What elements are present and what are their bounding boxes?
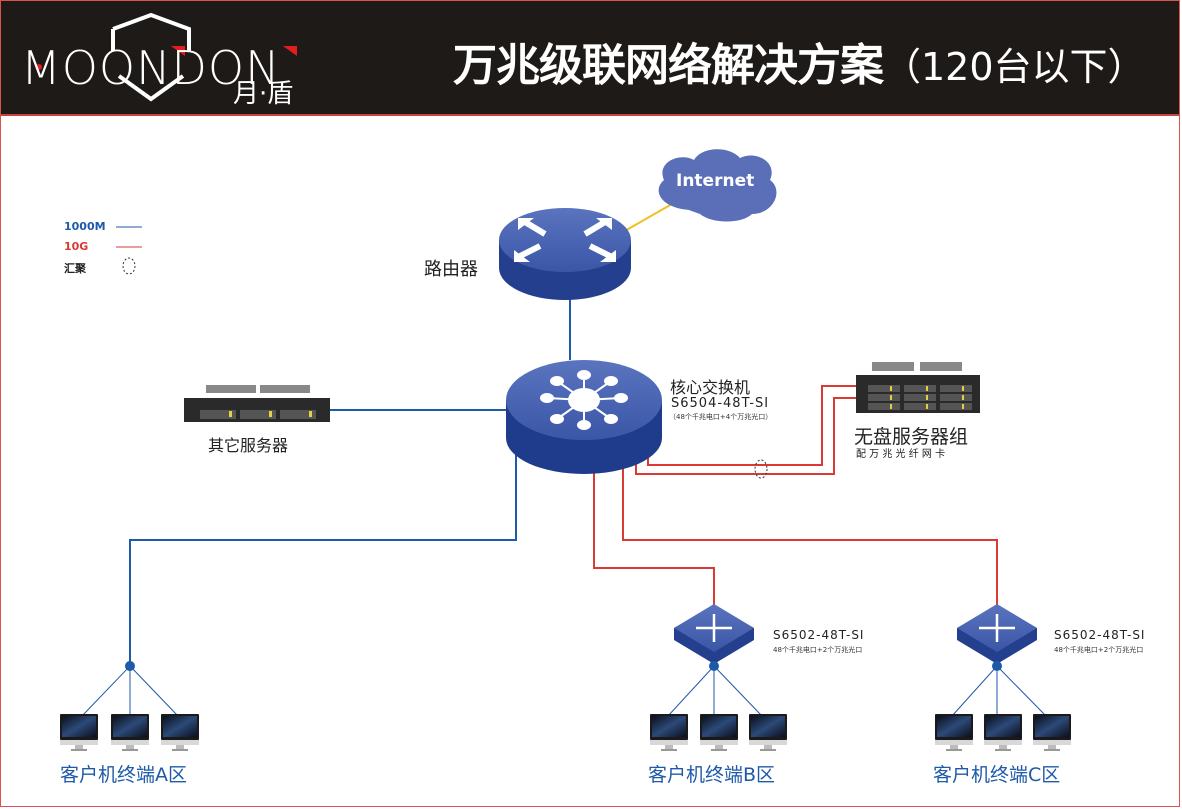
client-monitor-icon (984, 714, 1022, 751)
aggregation-marker-icon (754, 459, 768, 479)
link-core-diskless-2 (635, 397, 858, 475)
zone-a-fanout (81, 665, 179, 717)
client-monitor-icon (749, 714, 787, 751)
other-server-icon (184, 385, 330, 422)
zone-a-label: 客户机终端A区 (60, 764, 187, 786)
client-monitor-icon (935, 714, 973, 751)
diskless-servers-note: 配 万 兆 光 纤 网 卡 (856, 449, 946, 460)
router-icon (499, 208, 631, 300)
header-bar: MOONDON 月·盾 万兆级联网络解决方案（120台以下） (1, 1, 1179, 116)
logo-wordmark: MOONDON (21, 41, 281, 95)
access-switch-b-icon (674, 604, 754, 664)
diskless-server-icon (856, 362, 980, 413)
internet-label: Internet (676, 171, 755, 191)
shield-logo-icon (36, 12, 297, 102)
internet-cloud-icon (658, 149, 777, 222)
access-switch-c-icon (957, 604, 1037, 664)
diskless-servers-label: 无盘服务器组 (854, 426, 969, 448)
hub-node-c (992, 661, 1002, 671)
access-switch-b-note: 48个千兆电口+2个万兆光口 (773, 646, 863, 654)
link-core-zone-a (129, 448, 517, 666)
access-switch-c-note: 48个千兆电口+2个万兆光口 (1054, 646, 1144, 654)
link-core-diskless-1 (647, 385, 858, 466)
client-monitor-icon (111, 714, 149, 751)
client-monitor-icon (1033, 714, 1071, 751)
core-switch-model: S6504-48T-SI (671, 396, 770, 411)
title-subtitle: （120台以下） (883, 45, 1146, 89)
client-monitor-icon (60, 714, 98, 751)
link-core-switch-c (622, 462, 998, 605)
access-switch-c-model: S6502-48T-SI (1054, 628, 1146, 642)
other-servers-label: 其它服务器 (208, 436, 289, 455)
links-10g (593, 385, 998, 605)
legend-label-10g: 10G (64, 240, 89, 253)
client-monitor-icon (161, 714, 199, 751)
hub-node-a (125, 661, 135, 671)
router-label: 路由器 (424, 259, 478, 280)
zone-b-label: 客户机终端B区 (648, 764, 776, 786)
logo-chinese: 月·盾 (233, 79, 294, 109)
client-monitor-icon (700, 714, 738, 751)
client-monitor-icon (650, 714, 688, 751)
legend-label-1000m: 1000M (64, 220, 106, 233)
links-1000m (129, 298, 571, 666)
legend-label-aggregation: 汇聚 (64, 262, 86, 275)
legend-aggregation-icon (122, 257, 136, 275)
zone-c-label: 客户机终端C区 (933, 764, 1061, 786)
core-switch-icon (506, 360, 662, 474)
title-main: 万兆级联网络解决方案 (453, 40, 884, 91)
page-title: 万兆级联网络解决方案（120台以下） (453, 29, 1146, 93)
core-switch-note: （48个千兆电口+4个万兆光口） (669, 413, 773, 421)
zone-b-fanout (667, 665, 763, 717)
hub-node-b (709, 661, 719, 671)
access-switch-b-model: S6502-48T-SI (773, 628, 865, 642)
link-core-switch-b (593, 466, 715, 605)
core-switch-label: 核心交换机 (670, 378, 751, 397)
zone-c-fanout (951, 665, 1047, 717)
